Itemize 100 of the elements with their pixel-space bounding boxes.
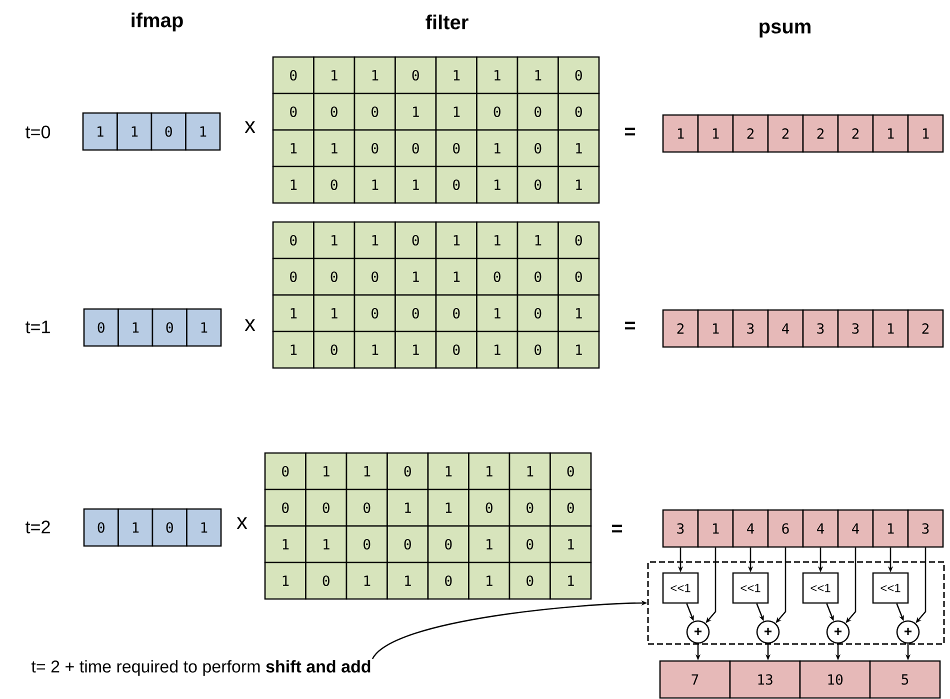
matrix-cell: 0 [508,525,551,564]
matrix-cell: 0 [346,525,388,564]
matrix-cell: 1 [476,56,518,94]
matrix-cell: 1 [427,488,470,527]
vector-cell: 2 [837,114,874,153]
time-label: t=2 [26,520,50,534]
matrix-cell: 0 [476,92,518,131]
matrix-cell: 0 [354,294,396,332]
vector-cell: 1 [662,114,699,153]
matrix-cell: 1 [305,525,348,564]
matrix-cell: 1 [435,258,478,296]
equals-sign: = [625,128,636,136]
vector-cell: 4 [802,509,839,548]
note-text: t= 2 + time required to perform shift and add [31,660,370,676]
vector-cell: 0 [83,508,119,547]
matrix-cell: 1 [264,525,306,564]
time-label: t=1 [26,320,50,334]
shift-box: <<1 [662,572,699,604]
column-heading: psum [760,22,810,38]
matrix-cell: 0 [264,452,306,490]
matrix-cell: 0 [435,330,478,369]
matrix-cell: 0 [313,92,356,131]
matrix-cell: 0 [516,92,559,131]
matrix-cell: 0 [516,129,559,168]
vector-cell: 1 [697,309,734,348]
matrix-cell: 1 [435,221,478,260]
vector-cell: 2 [732,114,769,153]
matrix-cell: 1 [305,452,348,490]
matrix-cell: 1 [313,221,356,260]
vector-cell: 1 [697,114,734,153]
vector-cell: 3 [802,309,839,348]
matrix-cell: 0 [386,452,429,490]
equals-sign: = [612,524,622,532]
matrix-cell: 1 [264,562,306,600]
matrix-cell: 0 [313,166,356,204]
matrix-cell: 1 [272,330,314,369]
multiply-sign: x [236,517,248,529]
matrix-cell: 0 [305,562,348,600]
vector-cell: 1 [907,114,944,153]
vector-cell: 5 [869,660,941,699]
matrix-cell: 1 [468,525,510,564]
matrix-cell: 0 [558,56,600,94]
matrix-cell: 1 [354,166,396,204]
matrix-cell: 0 [313,330,356,369]
vector-cell: 0 [152,308,188,347]
matrix-cell: 0 [354,129,396,168]
shift-box: <<1 [872,572,909,604]
matrix-cell: 1 [558,330,600,369]
shift-box: <<1 [802,572,839,604]
matrix-cell: 1 [354,221,396,260]
matrix-cell: 1 [476,166,518,204]
matrix-cell: 1 [386,488,429,527]
matrix-cell: 1 [550,525,592,564]
matrix-cell: 1 [476,129,518,168]
matrix-cell: 0 [508,488,551,527]
matrix-cell: 0 [272,92,314,131]
matrix-cell: 1 [313,129,356,168]
vector-cell: 13 [729,660,801,699]
matrix-cell: 0 [394,221,437,260]
matrix-cell: 0 [346,488,388,527]
matrix-cell: 1 [476,221,518,260]
matrix-cell: 0 [516,166,559,204]
matrix-cell: 1 [394,92,437,131]
dashed-box [647,561,945,645]
matrix-cell: 0 [354,92,396,131]
matrix-cell: 1 [354,330,396,369]
matrix-cell: 1 [313,56,356,94]
vector-cell: 1 [118,308,154,347]
vector-cell: 4 [767,309,804,348]
vector-cell: 0 [150,112,186,151]
vector-cell: 1 [186,508,222,547]
matrix-cell: 0 [516,294,559,332]
vector-cell: 3 [662,509,699,548]
vector-cell: 1 [872,509,909,548]
matrix-cell: 1 [394,166,437,204]
vector-cell: 2 [767,114,804,153]
matrix-cell: 1 [272,129,314,168]
matrix-cell: 1 [346,562,388,600]
matrix-cell: 1 [558,166,600,204]
vector-cell: 0 [83,308,119,347]
matrix-cell: 1 [346,452,388,490]
matrix-cell: 0 [558,258,600,296]
matrix-cell: 0 [468,488,510,527]
matrix-cell: 1 [386,562,429,600]
vector-cell: 4 [732,509,769,548]
vector-cell: 3 [837,309,874,348]
vector-cell: 4 [837,509,874,548]
vector-cell: 1 [697,509,734,548]
matrix-cell: 0 [386,525,429,564]
matrix-cell: 0 [550,488,592,527]
multiply-sign: x [244,121,256,133]
matrix-cell: 0 [516,330,559,369]
matrix-cell: 1 [558,129,600,168]
matrix-cell: 1 [435,56,478,94]
vector-cell: 1 [82,112,118,151]
vector-cell: 1 [118,508,154,547]
matrix-cell: 0 [435,129,478,168]
matrix-cell: 0 [272,221,314,260]
matrix-cell: 0 [550,452,592,490]
matrix-cell: 0 [476,258,518,296]
